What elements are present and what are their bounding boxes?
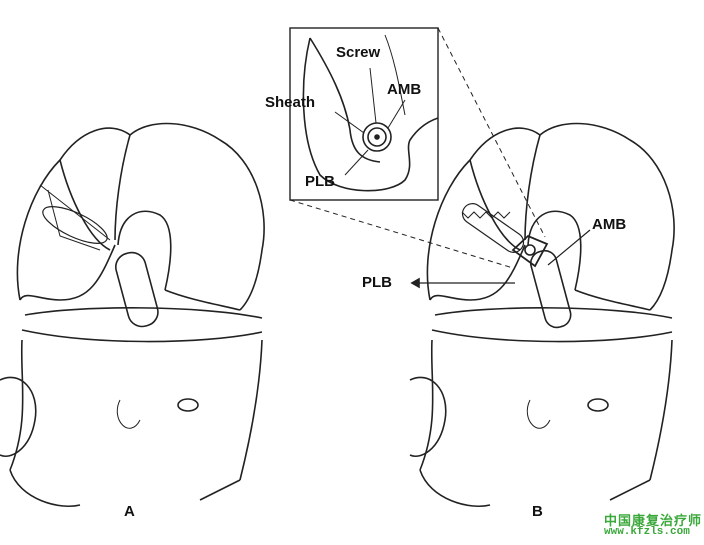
watermark-url: www.kfzls.com bbox=[604, 526, 690, 538]
inset-label-sheath: Sheath bbox=[265, 94, 316, 111]
label-amb: AMB bbox=[592, 216, 627, 233]
inset-label-amb: AMB bbox=[387, 81, 422, 98]
panel-label-a: A bbox=[124, 503, 135, 520]
knee-b bbox=[409, 122, 675, 507]
inset-detail bbox=[302, 34, 439, 192]
inset-label-screw: Screw bbox=[336, 44, 381, 61]
amb-pointer bbox=[547, 229, 591, 266]
inset-label-plb: PLB bbox=[305, 173, 335, 190]
panel-label-b: B bbox=[532, 503, 543, 520]
knee-a bbox=[0, 122, 265, 507]
watermark-title: 中国康复治疗师 bbox=[604, 513, 703, 528]
inset-box bbox=[289, 27, 439, 201]
label-plb: PLB bbox=[362, 274, 392, 291]
